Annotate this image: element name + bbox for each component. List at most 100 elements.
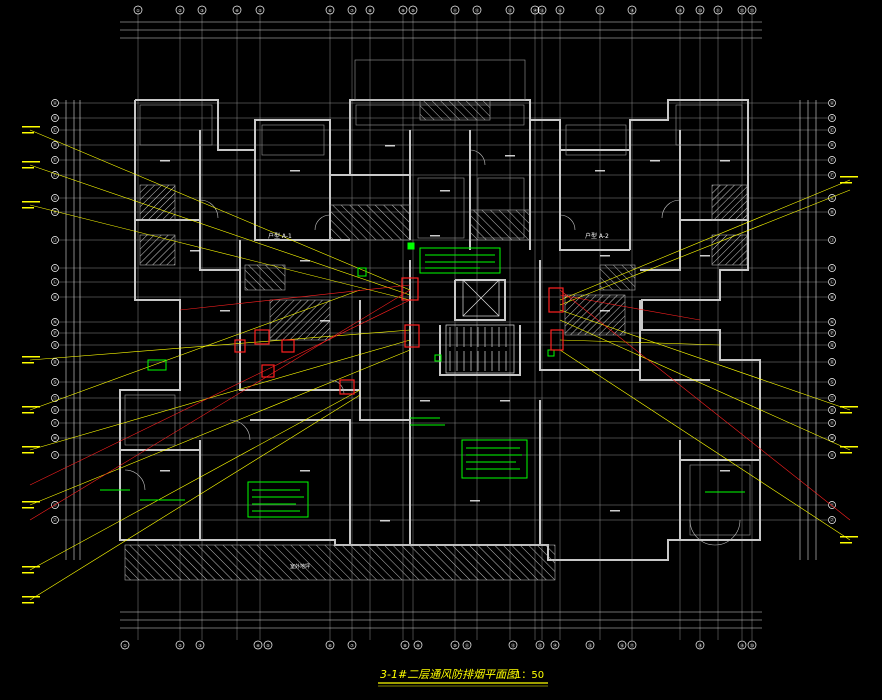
axis-bubble-right — [828, 358, 836, 366]
axis-label-right: Ⓐ — [830, 101, 834, 106]
axis-bubble-left — [51, 126, 59, 134]
axis-bubble-left — [51, 318, 59, 326]
axis-label-left: Ⓡ — [53, 360, 57, 365]
axis-label-top: ㉒ — [740, 7, 744, 13]
axis-label-top: ⑬ — [508, 7, 512, 13]
axis-label-left: Ⓛ — [53, 280, 57, 285]
axis-bubble-top — [555, 5, 565, 15]
side-label-mark — [22, 167, 34, 169]
axis-label-right: Ⓩ — [830, 518, 834, 523]
axis-label-right: Ⓡ — [830, 360, 834, 365]
axis-bubble-top — [695, 5, 705, 15]
axis-label-left: Ⓙ — [53, 238, 57, 243]
axis-label-right: Ⓓ — [830, 143, 834, 148]
axis-label-right: Ⓜ — [830, 295, 834, 300]
annotation-mark — [160, 470, 170, 472]
annotation-mark — [385, 145, 395, 147]
annotation-mark — [420, 400, 430, 402]
axis-bubble-right — [828, 264, 836, 272]
axis-bubble-left — [51, 114, 59, 122]
annotation-mark — [190, 250, 200, 252]
axis-label-top: ① — [136, 8, 140, 13]
axis-bubble-right — [828, 156, 836, 164]
axis-bubble-top — [505, 5, 515, 15]
axis-label-bottom: ⑲ — [740, 642, 744, 648]
axis-label-left: Ⓢ — [53, 380, 57, 385]
axis-bubble-right — [828, 99, 836, 107]
axis-label-top: ⑱ — [630, 7, 634, 13]
side-label-mark — [840, 542, 852, 544]
annotation-mark — [220, 310, 230, 312]
axis-label-top: ⑧ — [368, 8, 372, 13]
axis-bubble-bottom — [747, 640, 757, 650]
axis-label-top: ④ — [235, 8, 239, 13]
axis-label-right: Ⓖ — [830, 196, 834, 201]
side-label-mark — [22, 362, 34, 364]
annotation-mark — [600, 255, 610, 257]
axis-bubble-left — [51, 516, 59, 524]
axis-label-bottom: ⑭ — [553, 642, 557, 648]
axis-label-bottom: ⑧ — [403, 643, 407, 648]
axis-bubble-top — [133, 5, 143, 15]
axis-bubble-top — [713, 5, 723, 15]
axis-label-right: Ⓕ — [830, 173, 834, 178]
axis-label-right: Ⓥ — [830, 421, 834, 426]
axis-bubble-right — [828, 126, 836, 134]
axis-label-right: Ⓝ — [830, 320, 834, 325]
annotation-mark — [650, 160, 660, 162]
annotation-mark — [380, 520, 390, 522]
axis-bubble-top — [408, 5, 418, 15]
side-label-mark — [22, 566, 40, 568]
annotation-mark — [320, 320, 330, 322]
axis-label-top: ⑲ — [678, 7, 682, 13]
axis-label-right: Ⓦ — [830, 436, 834, 441]
hatched-areas — [124, 99, 748, 581]
axis-label-bottom: ⑥ — [328, 643, 332, 648]
axis-label-left: Ⓑ — [53, 116, 57, 121]
axis-label-top: ③ — [200, 8, 204, 13]
side-label-mark — [22, 126, 40, 128]
axis-bubble-right — [828, 406, 836, 414]
axis-bubble-top — [232, 5, 242, 15]
axis-bubble-left — [51, 419, 59, 427]
axis-bubble-right — [828, 451, 836, 459]
axis-bubble-right — [828, 236, 836, 244]
axis-label-top: ⑨ — [401, 8, 405, 13]
axis-bubble-left — [51, 156, 59, 164]
axis-label-bottom: ④ — [256, 643, 260, 648]
side-label-mark — [840, 182, 852, 184]
side-label-mark — [22, 507, 34, 509]
axis-bubble-bottom — [617, 640, 627, 650]
axis-label-left: Ⓔ — [53, 158, 57, 163]
axis-label-bottom: ⑪ — [465, 642, 469, 648]
axis-label-bottom: ② — [178, 643, 182, 648]
drawing-title: 3-1#二层通风防排烟平面图 — [380, 668, 519, 681]
axis-bubble-bottom — [400, 640, 410, 650]
door-swings — [124, 149, 741, 546]
side-label-mark — [22, 602, 34, 604]
axis-label-bottom: ⑨ — [416, 643, 420, 648]
side-label-mark — [840, 412, 852, 414]
annotation-mark — [720, 160, 730, 162]
annotation-mark — [720, 470, 730, 472]
side-label-mark — [22, 452, 34, 454]
axis-bubble-bottom — [585, 640, 595, 650]
axis-bubble-bottom — [263, 640, 273, 650]
axis-bubble-right — [828, 141, 836, 149]
annotation-mark — [595, 170, 605, 172]
annotation-mark — [470, 500, 480, 502]
axis-label-top: ⑦ — [350, 8, 354, 13]
leader-lines-red — [29, 284, 851, 521]
axis-label-left: Ⓗ — [53, 210, 57, 215]
axis-bubble-right — [828, 278, 836, 286]
annotation-mark — [300, 260, 310, 262]
annotation-mark — [505, 155, 515, 157]
axis-bubble-left — [51, 99, 59, 107]
axis-bubble-bottom — [462, 640, 472, 650]
axis-bubble-top — [365, 5, 375, 15]
axis-label-bottom: ⑳ — [750, 642, 754, 648]
axis-bubble-top — [737, 5, 747, 15]
axis-label-bottom: ① — [123, 643, 127, 648]
axis-bubble-bottom — [413, 640, 423, 650]
